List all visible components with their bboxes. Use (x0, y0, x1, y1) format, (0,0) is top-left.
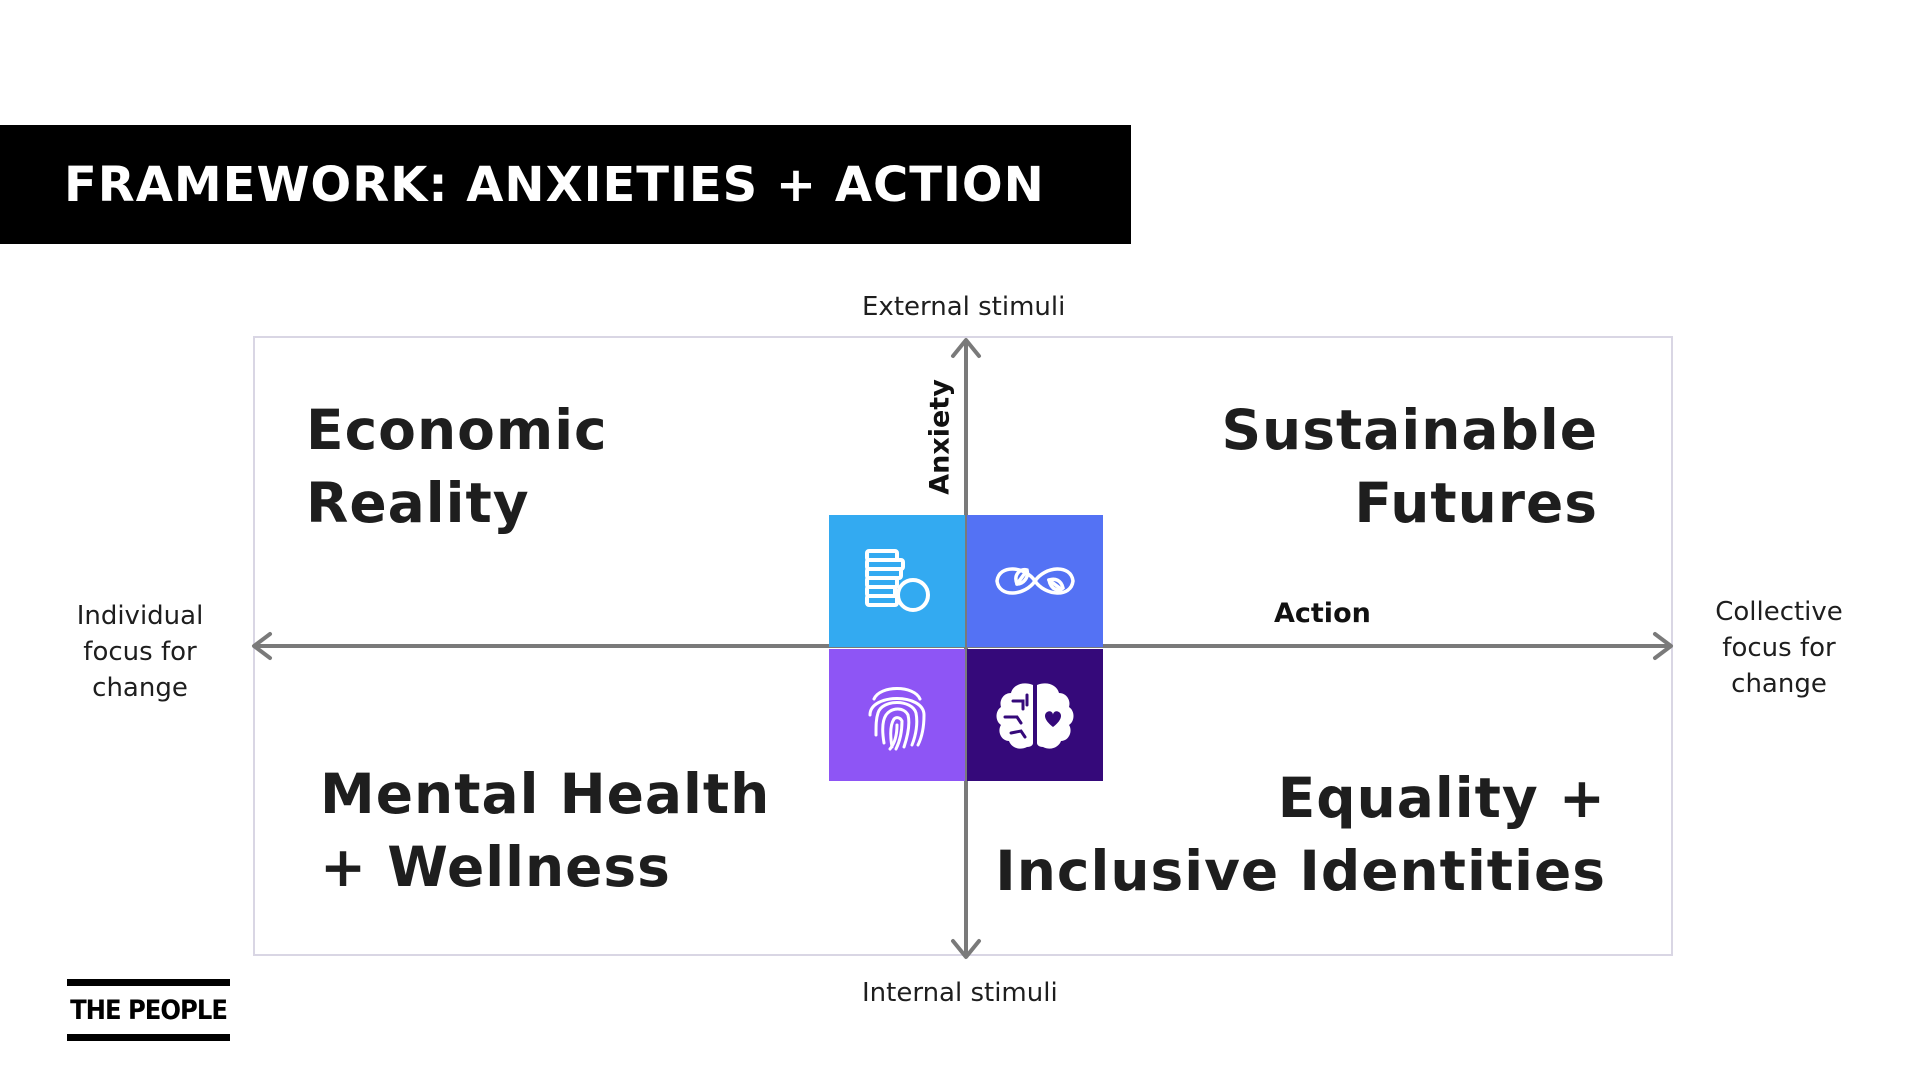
brain-heart-icon (996, 683, 1074, 749)
quadrant-bottom-right: Equality + Inclusive Identities (995, 762, 1606, 908)
brand-logo: THE PEOPLE (67, 979, 230, 1041)
page-title: FRAMEWORK: ANXIETIES + ACTION (64, 156, 1045, 213)
fingerprint-icon (868, 687, 926, 751)
axis-label-left-line-3: change (92, 673, 188, 703)
quadrant-top-left: Economic Reality (306, 394, 608, 540)
quadrant-top-right-line-1: Sustainable (1221, 398, 1598, 462)
infinity-leaf-icon (995, 567, 1075, 595)
quadrant-top-left-line-2: Reality (306, 471, 530, 535)
quadrant-top-right-line-2: Futures (1354, 471, 1598, 535)
quadrant-bottom-left: Mental Health + Wellness (320, 758, 770, 904)
axis-label-right-line-3: change (1731, 669, 1827, 699)
tile-coins (829, 515, 965, 647)
title-bar: FRAMEWORK: ANXIETIES + ACTION (0, 125, 1131, 244)
axis-label-right-line-2: focus for (1722, 633, 1836, 663)
quadrant-bottom-left-line-2: + Wellness (320, 835, 671, 899)
quadrant-bottom-right-line-1: Equality + (1277, 766, 1606, 830)
axis-label-left-line-2: focus for (83, 637, 197, 667)
brand-logo-text: THE PEOPLE (70, 994, 228, 1026)
quadrant-bottom-right-line-2: Inclusive Identities (995, 839, 1606, 903)
axis-label-left-line-1: Individual (76, 601, 204, 631)
axis-name-action: Action (1274, 598, 1371, 629)
quadrant-top-right: Sustainable Futures (1221, 394, 1598, 540)
tile-brain-heart (967, 649, 1103, 781)
axis-label-right: Collective focus for change (1679, 594, 1879, 702)
axis-label-top: External stimuli (862, 292, 1066, 322)
axis-label-right-line-1: Collective (1715, 597, 1843, 627)
quadrant-bottom-left-line-1: Mental Health (320, 762, 771, 826)
axis-name-anxiety: Anxiety (924, 379, 956, 495)
tile-infinity-leaf (967, 515, 1103, 647)
axis-label-left: Individual focus for change (40, 598, 240, 706)
tile-fingerprint (829, 649, 965, 781)
axis-label-bottom: Internal stimuli (862, 978, 1058, 1008)
quadrant-top-left-line-1: Economic (306, 398, 608, 462)
coins-icon (865, 549, 930, 612)
